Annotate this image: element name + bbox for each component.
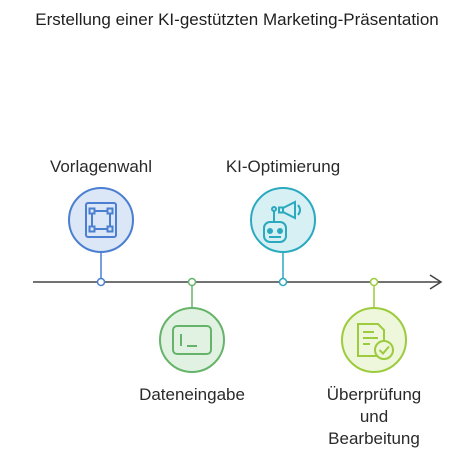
node-ueberpruefung bbox=[369, 277, 379, 287]
document-check-icon bbox=[357, 323, 394, 360]
step-dateneingabe bbox=[159, 277, 225, 373]
node-vorlagenwahl bbox=[96, 277, 106, 287]
step-vorlagenwahl bbox=[68, 187, 134, 287]
step-label-vorlagenwahl: Vorlagenwahl bbox=[49, 157, 153, 176]
robot-megaphone-icon bbox=[263, 200, 301, 243]
step-label-dateneingabe: Dateneingabe bbox=[139, 385, 245, 404]
timeline-arrowhead bbox=[429, 274, 443, 290]
step-label-ki-optimierung: KI-Optimierung bbox=[225, 157, 341, 176]
terminal-input-icon bbox=[172, 325, 212, 355]
template-frame-icon bbox=[85, 202, 117, 238]
diagram-title: Erstellung einer KI-gestützten Marketing… bbox=[35, 10, 439, 29]
step-ueberpruefung bbox=[341, 277, 407, 373]
node-dateneingabe bbox=[187, 277, 197, 287]
step-ki-optimierung bbox=[250, 187, 316, 287]
node-ki-optimierung bbox=[278, 277, 288, 287]
step-label-ueberpruefung: Überprüfung und Bearbeitung bbox=[326, 385, 422, 448]
